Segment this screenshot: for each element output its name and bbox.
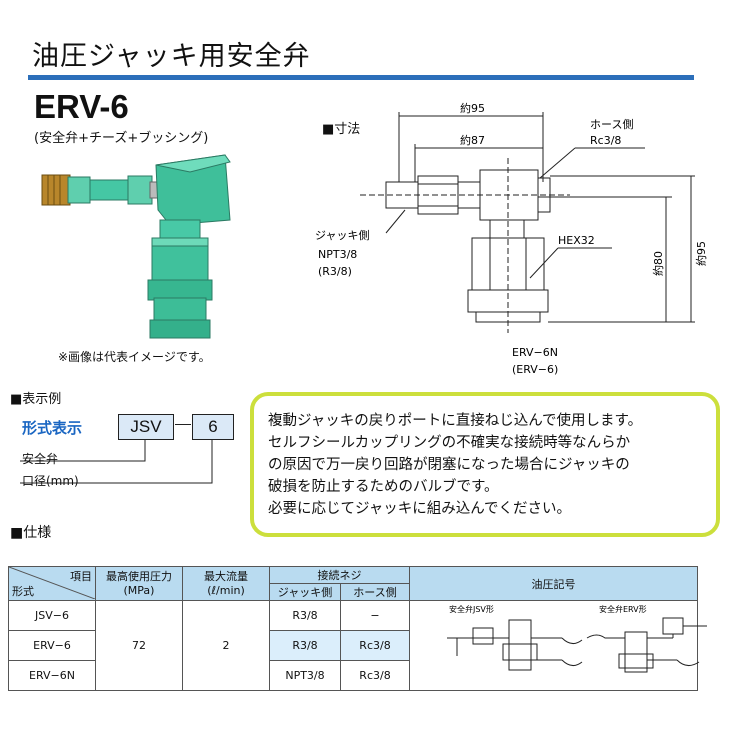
spec-heading: ■仕様 [10,525,52,541]
npt38-label: NPT3/8 [318,248,357,261]
dim-approx87: 約87 [460,133,485,147]
symbol-jsv-label: 安全弁JSV形 [449,604,494,614]
drawing-model-caption-alt: (ERV−6) [512,363,558,376]
example-diameter-label: 口径(mm) [22,474,79,488]
cell-model: JSV−6 [8,600,96,631]
hex32-label: HEX32 [558,234,595,247]
header-hose-side: ホース側 [340,583,410,601]
model-name: ERV-6 [34,88,129,125]
description-line: 破損を防止するためのバルブです。 [268,479,499,495]
hydraulic-symbols: 安全弁JSV形 安全弁ERV形 [447,604,707,673]
header-flow-unit: (ℓ/min) [207,583,245,597]
header-flow-label: 最大流量 [204,569,248,583]
cell-jack: R3/8 [269,630,341,661]
example-code-size: 6 [192,414,234,440]
symbol-erv-label: 安全弁ERV形 [599,604,647,614]
title-underline [28,75,694,80]
model-subtitle: (安全弁+チーズ+ブッシング) [34,131,209,146]
cell-hose: − [340,600,410,631]
photo-note: ※画像は代表イメージです。 [58,350,211,364]
dimension-heading: ■寸法 [322,122,361,137]
dim-approx95-top: 約95 [460,101,485,115]
r38-label: (R3/8) [318,265,352,278]
cell-jack: R3/8 [269,600,341,631]
page-title: 油圧ジャッキ用安全弁 [32,41,311,72]
example-leader-lines [20,439,213,484]
example-label: 形式表示 [22,419,83,437]
header-symbol: 油圧記号 [409,566,698,601]
dimension-drawing: 約95 約87 ホース側 Rc3/8 ジャッキ側 NPT3/8 (R3/8) H… [315,101,708,376]
rc38-label: Rc3/8 [590,134,621,147]
header-item: 項目 [70,569,92,583]
table-row: ERV−6N NPT3/8 Rc3/8 [8,660,698,691]
jack-side-label: ジャッキ側 [315,229,369,242]
dim-approx95-side: 約95 [694,241,708,266]
cell-flow: 2 [182,600,270,691]
example-heading: ■表示例 [10,392,62,407]
example-valve-label: 安全弁 [22,452,59,466]
hose-side-label: ホース側 [590,118,633,131]
spec-table: 項目 形式 最高使用圧力 (MPa) 最大流量 (ℓ/min) 接続ネジ 油圧記… [8,566,698,691]
header-connection: 接続ネジ [269,566,410,584]
header-pressure-unit: (MPa) [123,583,155,597]
header-diagonal [9,567,95,599]
header-item-model: 項目 形式 [8,566,96,601]
header-pressure-label: 最高使用圧力 [106,569,172,583]
cell-model: ERV−6 [8,630,96,661]
header-jack-side: ジャッキ側 [269,583,341,601]
header-model: 形式 [12,584,34,598]
table-row: ERV−6 R3/8 Rc3/8 [8,630,698,661]
example-code-dash [175,424,191,425]
description-line: の原因で万一戻り回路が閉塞になった場合にジャッキの [268,457,630,473]
description-callout: 複動ジャッキの戻りポートに直接ねじ込んで使用します。 セルフシールカップリングの… [250,392,720,537]
header-pressure: 最高使用圧力 (MPa) [95,566,183,601]
cell-hose: Rc3/8 [340,660,410,691]
description-line: セルフシールカップリングの不確実な接続時等なんらか [268,435,631,451]
dim-approx80: 約80 [651,251,665,276]
cell-pressure: 72 [95,600,183,691]
description-line: 必要に応じてジャッキに組み込んでください。 [268,501,572,517]
cell-model: ERV−6N [8,660,96,691]
cell-jack: NPT3/8 [269,660,341,691]
product-photo [41,154,231,339]
description-line: 複動ジャッキの戻りポートに直接ねじ込んで使用します。 [268,413,643,429]
header-flow: 最大流量 (ℓ/min) [182,566,270,601]
example-code-jsv: JSV [118,414,174,440]
cell-hose: Rc3/8 [340,630,410,661]
drawing-model-caption: ERV−6N [512,346,558,359]
